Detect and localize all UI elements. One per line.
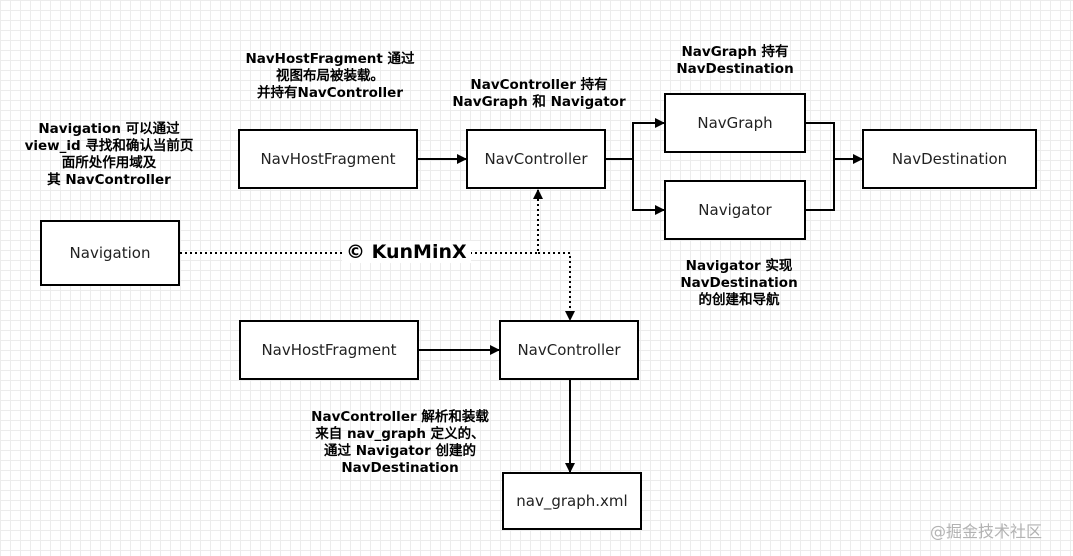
graph-note: NavGraph 持有 NavDestination [660, 44, 810, 78]
navigation-box: Navigation [40, 220, 180, 286]
note-line: 其 NavController [47, 172, 171, 188]
arrow-controller-to-navigator [632, 159, 665, 215]
navigator-note: Navigator 实现 NavDestination 的创建和导航 [664, 258, 814, 309]
nav-destination-box: NavDestination [862, 129, 1037, 189]
arrow-controller-to-navgraph [606, 118, 665, 160]
note-line: 通过 Navigator 创建的 [324, 443, 476, 459]
note-line: 并持有NavController [257, 85, 403, 101]
navigation-note: Navigation 可以通过 view_id 寻找和确认当前页 面所处作用域及… [14, 121, 204, 189]
note-line: NavController 持有 [470, 77, 608, 93]
nav-graph-xml-box: nav_graph.xml [502, 472, 642, 530]
note-line: NavDestination [341, 460, 459, 476]
note-line: 视图布局被装载。 [276, 68, 384, 84]
note-line: 来自 nav_graph 定义的、 [315, 426, 485, 442]
note-line: 面所处作用域及 [61, 155, 157, 171]
nav-controller-top-box: NavController [466, 129, 606, 189]
nav-host-fragment-top-box: NavHostFragment [238, 129, 418, 189]
controller-note: NavController 持有 NavGraph 和 Navigator [444, 77, 634, 111]
watermark-text: © KunMinX [342, 241, 471, 263]
note-line: Navigator 实现 [685, 258, 793, 274]
note-line: NavHostFragment 通过 [245, 51, 415, 67]
xml-note: NavController 解析和装载 来自 nav_graph 定义的、 通过… [295, 409, 505, 477]
connector-navgraph-to-merge [806, 122, 835, 211]
note-line: NavGraph 持有 [681, 44, 789, 60]
note-line: 的创建和导航 [698, 292, 780, 308]
note-line: Navigation 可以通过 [38, 121, 180, 137]
note-line: view_id 寻找和确认当前页 [24, 138, 194, 154]
nav-graph-box: NavGraph [664, 93, 806, 153]
note-line: NavDestination [680, 275, 798, 291]
note-line: NavDestination [676, 61, 794, 77]
nav-host-fragment-bottom-box: NavHostFragment [239, 320, 419, 380]
navigator-box: Navigator [664, 180, 806, 240]
nav-controller-bottom-box: NavController [499, 320, 639, 380]
note-line: NavController 解析和装载 [311, 409, 489, 425]
juejin-credit: @掘金技术社区 [930, 522, 1043, 541]
host-fragment-note: NavHostFragment 通过 视图布局被装载。 并持有NavContro… [235, 51, 425, 102]
dotted-arrow-navigation-to-controller-bottom [538, 252, 575, 321]
dotted-arrow-navigation-to-controller-top [180, 189, 543, 254]
note-line: NavGraph 和 Navigator [452, 94, 626, 110]
